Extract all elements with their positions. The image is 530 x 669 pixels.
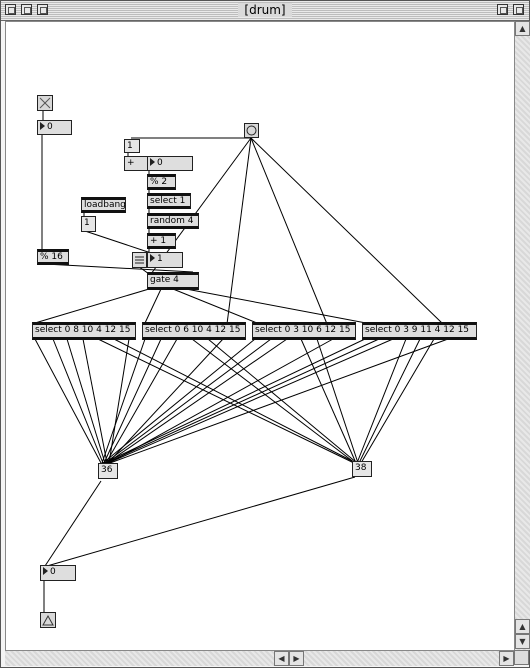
modulo-16-object[interactable]: % 16 [37,249,69,265]
scroll-up-icon[interactable]: ▲ [515,21,530,36]
toggle[interactable] [37,95,53,111]
message-box-36[interactable]: 36 [98,463,118,479]
select-object-4[interactable]: select 0 3 9 11 4 12 15 [362,322,477,340]
object-text: select 0 6 10 4 12 15 [145,325,241,335]
vertical-scrollbar[interactable]: ▲ ▲ ▼ [514,21,530,650]
select-object-3[interactable]: select 0 3 10 6 12 15 [252,322,356,340]
number-box-output[interactable]: 0 [40,565,76,581]
object-text: select 0 8 10 4 12 15 [35,325,131,335]
message-text: 1 [127,141,133,151]
object-text: + [127,158,135,168]
windowshade-box-icon[interactable] [513,4,524,15]
gate-4-object[interactable]: gate 4 [147,272,199,290]
message-box-38[interactable]: 38 [352,461,372,477]
lock-icon[interactable] [21,4,32,15]
scroll-down-icon[interactable]: ▼ [515,634,530,649]
message-text: 1 [84,218,90,228]
message-text: 36 [101,465,113,475]
slider-icon[interactable] [132,252,147,268]
object-text: select 0 3 10 6 12 15 [255,325,351,335]
number-box-index[interactable]: 1 [147,252,183,268]
modulo-2-object[interactable]: % 2 [147,174,176,190]
message-text: 38 [355,463,367,473]
scroll-up-icon-2[interactable]: ▲ [515,619,530,634]
object-text: select 0 3 9 11 4 12 15 [365,325,470,335]
resize-grip-icon[interactable] [514,650,529,665]
select-1-object[interactable]: select 1 [147,193,191,209]
object-text: select 1 [150,196,186,206]
object-text: + 1 [150,236,167,246]
object-text: % 2 [150,177,168,187]
number-value: 0 [47,122,53,132]
plus-object[interactable]: + [124,156,148,171]
select-object-1[interactable]: select 0 8 10 4 12 15 [32,322,136,340]
scroll-left-icon[interactable]: ◀ [274,651,289,666]
number-box-counter[interactable]: 0 [147,156,193,171]
scroll-right-icon[interactable]: ▶ [289,651,304,666]
number-box-toggle[interactable]: 0 [37,120,72,135]
bang-button[interactable] [244,123,259,138]
object-text: loadbang [84,200,126,210]
object-text: % 16 [40,252,63,262]
message-box-one[interactable]: 1 [124,139,140,153]
scroll-right-end-icon[interactable]: ▶ [499,651,514,666]
loadbang-object[interactable]: loadbang [81,197,126,213]
object-text: gate 4 [150,275,179,285]
number-value: 0 [157,158,163,168]
plus-1-object[interactable]: + 1 [147,233,176,249]
collapse-icon[interactable] [37,4,48,15]
horizontal-scrollbar[interactable]: ◀ ▶ ▶ [5,650,514,666]
title-bar[interactable]: [drum] [1,1,529,21]
object-text: random 4 [150,216,194,226]
window-title: [drum] [1,3,529,17]
select-object-2[interactable]: select 0 6 10 4 12 15 [142,322,246,340]
message-box-loadbang-one[interactable]: 1 [81,216,96,232]
output-bang-icon[interactable] [40,612,56,628]
number-value: 1 [157,254,163,264]
number-value: 0 [50,567,56,577]
close-box-icon[interactable] [5,4,16,15]
zoom-box-icon[interactable] [497,4,508,15]
random-4-object[interactable]: random 4 [147,213,199,229]
